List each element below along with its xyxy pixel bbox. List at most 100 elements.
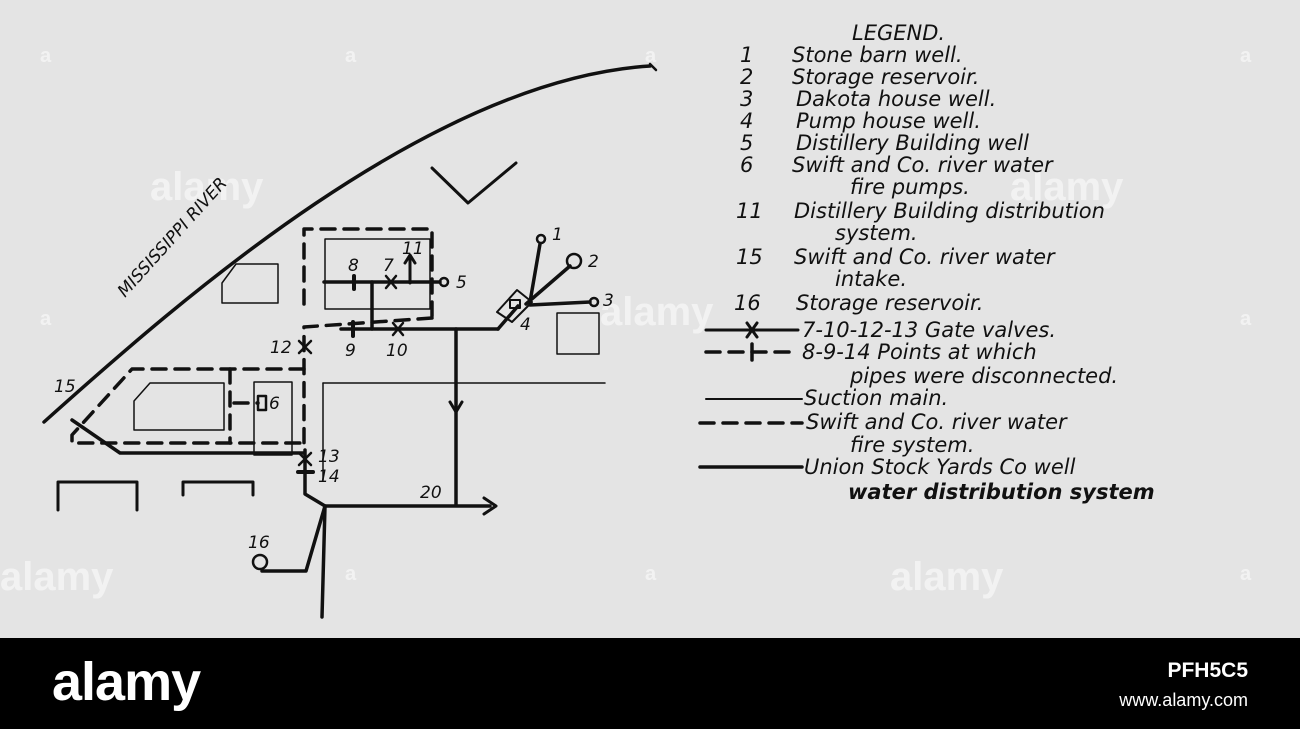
legend-text-cont: fire pumps. xyxy=(850,175,970,199)
check-mark xyxy=(430,161,518,205)
watermark-dot: a xyxy=(1240,308,1252,330)
building xyxy=(221,263,279,304)
diagram-area: alamy alamy alamy alamy alamy a a a a a … xyxy=(0,21,1252,619)
gate-valve-12 xyxy=(297,339,313,355)
watermark-dot: a xyxy=(1240,563,1252,585)
building xyxy=(133,382,225,431)
legend-text: Swift and Co. river water xyxy=(794,245,1056,269)
symbol-text-cont: pipes were disconnected. xyxy=(849,364,1118,388)
distillery-building xyxy=(324,238,431,310)
label-1: 1 xyxy=(552,225,563,245)
label-9: 9 xyxy=(345,341,356,361)
symbol-text-cont: water distribution system xyxy=(848,480,1155,504)
gate-valve-7 xyxy=(384,274,398,290)
legend-text: Dakota house well. xyxy=(796,87,996,111)
symbol-text: Union Stock Yards Co well xyxy=(804,455,1076,479)
legend-text: Stone barn well. xyxy=(792,43,963,67)
legend-text: Distillery Building distribution xyxy=(794,199,1105,223)
label-11: 11 xyxy=(402,239,424,259)
image-id: PFH5C5 xyxy=(1167,659,1248,682)
pump-line xyxy=(524,264,572,306)
legend-text: Swift and Co. river water xyxy=(792,153,1054,177)
legend-text-cont: system. xyxy=(835,221,918,245)
legend-key: 4 xyxy=(740,109,753,133)
legend-title: LEGEND. xyxy=(852,21,945,45)
label-8: 8 xyxy=(348,256,359,276)
node-1-well xyxy=(535,233,547,245)
node-16-reservoir xyxy=(251,553,269,571)
distribution-lines xyxy=(70,242,592,619)
watermark-dot: a xyxy=(40,45,52,67)
sheds xyxy=(56,480,255,512)
river-bank-end xyxy=(648,62,658,72)
label-5: 5 xyxy=(456,273,467,293)
legend-text: Storage reservoir. xyxy=(792,65,979,89)
legend-text-cont: intake. xyxy=(835,267,907,291)
watermark-logo: alamy xyxy=(0,555,114,599)
legend-text: Pump house well. xyxy=(796,109,981,133)
disconnect-points xyxy=(296,274,356,474)
pump-line xyxy=(528,300,592,307)
site-url: www.alamy.com xyxy=(1119,690,1248,710)
symbol-text: 8-9-14 Points at which xyxy=(802,340,1037,364)
label-6: 6 xyxy=(269,394,280,414)
watermark-logo: alamy xyxy=(600,290,714,334)
symbol-text: Swift and Co. river water xyxy=(806,410,1068,434)
watermark-logo: alamy xyxy=(890,555,1004,599)
fire-line xyxy=(302,227,434,320)
watermark-logo: alamy xyxy=(150,165,264,209)
label-16: 16 xyxy=(248,533,270,553)
watermark-dot: a xyxy=(1240,45,1252,67)
footer-logo: alamy xyxy=(52,652,201,712)
pump-line xyxy=(496,304,520,331)
shed xyxy=(56,480,139,512)
label-7: 7 xyxy=(383,256,394,276)
watermark-dot: a xyxy=(40,308,52,330)
nodes xyxy=(251,233,600,571)
reservoir-line xyxy=(260,504,327,573)
watermark-dot: a xyxy=(645,563,657,585)
node-5-well xyxy=(438,276,450,288)
pump-house xyxy=(496,289,533,323)
pump-building xyxy=(253,381,293,456)
pump-house-inner xyxy=(509,299,521,309)
watermark-dot: a xyxy=(345,563,357,585)
legend-key: 5 xyxy=(740,131,753,155)
pump-house-box xyxy=(496,289,533,323)
node-3-well xyxy=(588,296,600,308)
legend-text: Storage reservoir. xyxy=(796,291,983,315)
symbol-text: 7-10-12-13 Gate valves. xyxy=(802,318,1056,342)
watermark-dot: a xyxy=(645,45,657,67)
suction-main xyxy=(70,418,306,455)
legend-key: 16 xyxy=(734,291,761,315)
legend-key: 3 xyxy=(740,87,753,111)
watermark-logo: alamy xyxy=(1010,165,1124,209)
label-13: 13 xyxy=(318,447,340,467)
fire-line xyxy=(302,316,434,450)
node-6-pumps xyxy=(256,394,268,412)
symbol-text-cont: fire system. xyxy=(850,433,974,457)
buildings xyxy=(133,238,606,481)
river-bank-line xyxy=(42,64,652,424)
pump-line xyxy=(528,242,542,304)
gate-valves xyxy=(297,274,405,467)
label-3: 3 xyxy=(603,291,614,311)
shed xyxy=(181,480,255,497)
label-20: 20 xyxy=(420,483,442,503)
label-14: 14 xyxy=(318,467,340,487)
label-10: 10 xyxy=(386,341,408,361)
label-2: 2 xyxy=(588,252,599,272)
node-2-reservoir xyxy=(565,252,583,270)
gate-valve-10 xyxy=(391,321,405,337)
legend-key: 1 xyxy=(740,43,753,67)
legend-key: 6 xyxy=(740,153,753,177)
watermark-dot: a xyxy=(345,45,357,67)
label-12: 12 xyxy=(270,338,292,358)
legend: LEGEND. 1 Stone barn well. 2 Storage res… xyxy=(698,21,1155,504)
node-labels: 1 2 3 4 5 6 7 8 9 10 11 12 13 14 15 16 2… xyxy=(54,225,614,553)
flow-arrow xyxy=(448,400,464,414)
main-line xyxy=(320,504,327,619)
building xyxy=(556,312,600,355)
footer-meta: PFH5C5 www.alamy.com xyxy=(1119,658,1248,712)
flow-arrow xyxy=(482,496,498,516)
